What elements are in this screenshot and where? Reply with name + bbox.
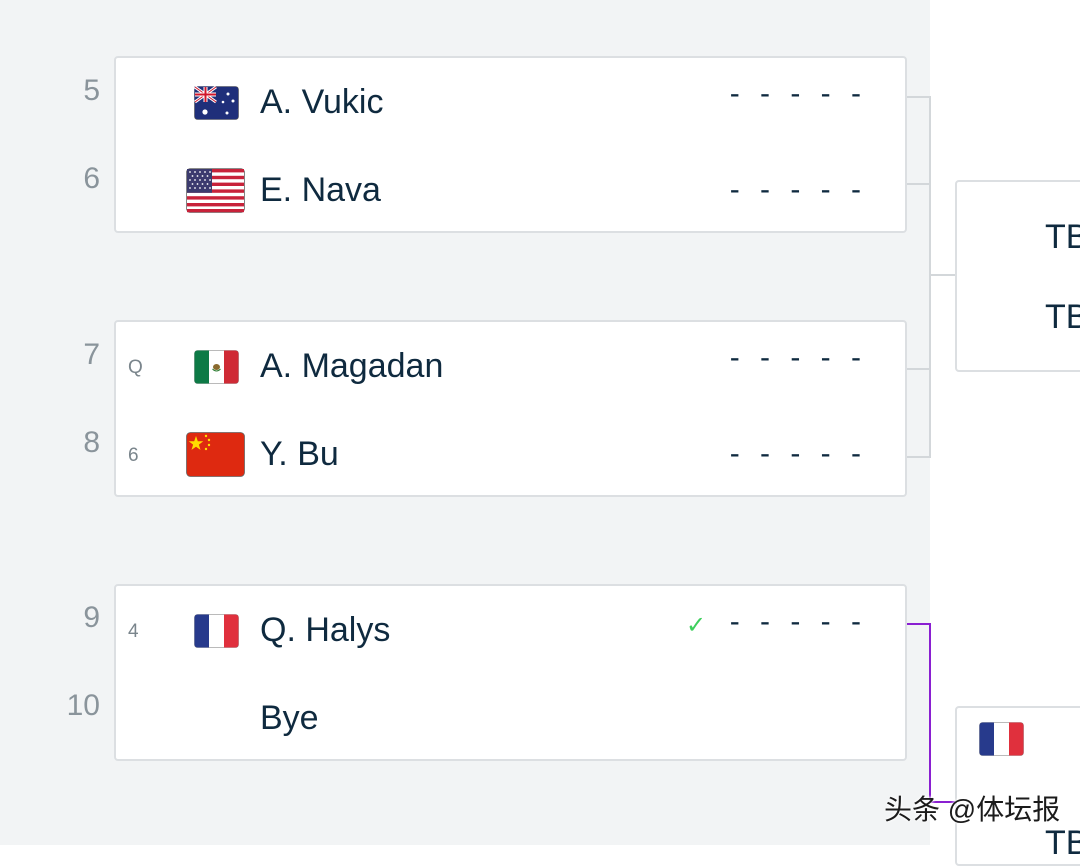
mexico-flag-icon xyxy=(194,350,239,389)
match-card[interactable]: Q A. Magadan - - - - - 6 Y. Bu xyxy=(114,320,907,497)
bracket-connector xyxy=(907,368,931,370)
draw-position: 9 xyxy=(83,601,100,634)
france-flag-icon xyxy=(979,722,1024,761)
australia-flag-icon xyxy=(194,85,239,125)
player-name[interactable]: A. Vukic xyxy=(260,83,384,121)
score: - - - - - xyxy=(729,173,867,206)
player-row[interactable]: E. Nava - - - - - xyxy=(116,161,905,221)
bracket-connector xyxy=(929,185,931,368)
player-row[interactable]: Bye xyxy=(116,689,905,749)
score: - - - - - xyxy=(729,341,867,374)
next-round-match-card[interactable]: TB TB xyxy=(955,180,1080,372)
bracket-connector xyxy=(907,183,931,185)
winner-connector xyxy=(929,623,931,803)
player-name[interactable]: TB xyxy=(1045,298,1080,336)
draw-position: 10 xyxy=(66,689,100,722)
draw-position: 8 xyxy=(83,426,100,459)
score: - - - - - xyxy=(729,605,867,638)
player-name[interactable]: Q. Halys xyxy=(260,611,391,649)
player-name[interactable]: Bye xyxy=(260,699,319,737)
entry-status: 6 xyxy=(128,445,139,466)
player-name[interactable]: Y. Bu xyxy=(260,435,339,473)
winner-check-icon: ✓ xyxy=(686,612,707,639)
draw-position: 7 xyxy=(83,338,100,371)
bracket-connector xyxy=(929,274,957,276)
player-row[interactable]: A. Vukic - - - - - xyxy=(116,73,905,133)
next-round-match-card[interactable]: TB xyxy=(955,706,1080,866)
score: - - - - - xyxy=(729,437,867,470)
bracket-connector xyxy=(929,368,931,458)
entry-status: 4 xyxy=(128,621,139,642)
player-name[interactable]: TB xyxy=(1045,218,1080,256)
winner-connector xyxy=(929,801,957,803)
player-row[interactable]: Q A. Magadan - - - - - xyxy=(116,337,905,397)
player-row[interactable]: 4 Q. Halys ✓ - - - - - xyxy=(116,601,905,661)
player-name[interactable]: E. Nava xyxy=(260,171,381,209)
player-name[interactable]: A. Magadan xyxy=(260,347,444,385)
player-row[interactable]: 6 Y. Bu - - - - - xyxy=(116,425,905,485)
draw-position: 5 xyxy=(83,74,100,107)
draw-position: 6 xyxy=(83,162,100,195)
usa-flag-icon xyxy=(186,168,245,218)
china-flag-icon xyxy=(186,432,245,482)
score: - - - - - xyxy=(729,77,867,110)
match-card[interactable]: A. Vukic - - - - - xyxy=(114,56,907,233)
bracket-connector xyxy=(929,96,931,185)
match-card[interactable]: 4 Q. Halys ✓ - - - - - Bye xyxy=(114,584,907,761)
player-name[interactable]: TB xyxy=(1045,824,1080,862)
bracket-connector xyxy=(907,96,931,98)
bracket-connector xyxy=(907,456,931,458)
watermark: 头条 @体坛报 xyxy=(884,794,1061,825)
france-flag-icon xyxy=(194,614,239,653)
entry-status: Q xyxy=(128,357,143,378)
winner-connector xyxy=(907,623,931,625)
